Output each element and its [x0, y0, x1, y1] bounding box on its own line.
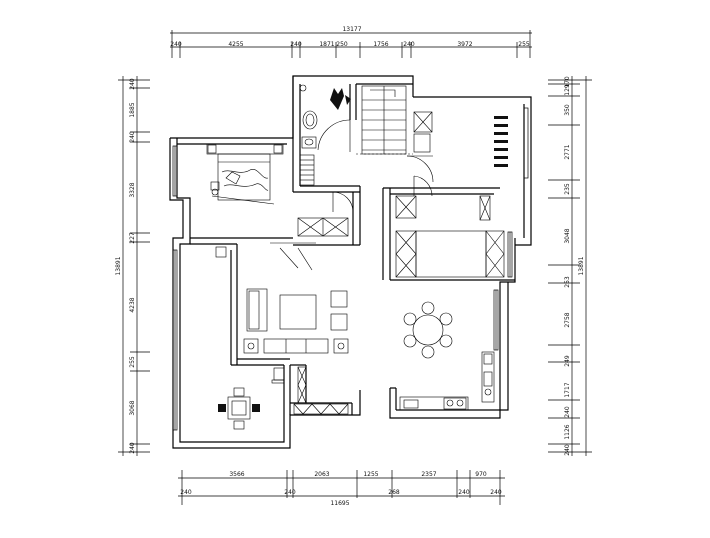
top-dim-7: 240: [403, 41, 415, 48]
bottom-dim-lower-5: 240: [490, 489, 502, 496]
exterior-walls: [169, 75, 532, 449]
top-dim-1: 240: [170, 41, 182, 48]
study-table: [218, 387, 260, 430]
top-dim-3: 240: [290, 41, 302, 48]
bottom-dim-upper-2: 2063: [314, 471, 329, 478]
top-dim-2: 4255: [228, 41, 243, 48]
right-dim-2: 129: [564, 84, 571, 96]
left-dim-8: 3068: [129, 400, 136, 415]
mid-right-bedroom-furniture: [395, 195, 505, 278]
right-dimension-chain: 13891 170 129 350 2771 235 3048 253 2758…: [548, 76, 592, 456]
left-dim-4: 3328: [129, 182, 136, 197]
right-dim-10: 1717: [564, 382, 571, 397]
windows: [172, 107, 529, 431]
bottom-dim-upper-4: 2357: [421, 471, 436, 478]
left-dimension-chain: 13891 240 1885 240 3328 227 4238 255 306…: [115, 76, 150, 456]
left-dim-6: 4238: [129, 297, 136, 312]
top-dimension-chain: 13177 240 4255 240 1871 250 1756 240 397…: [170, 26, 532, 58]
bottom-dim-upper-5: 970: [475, 471, 487, 478]
right-dim-13: 240: [564, 444, 571, 456]
kitchen-fixtures: [399, 175, 495, 411]
right-dim-1: 170: [564, 76, 571, 88]
left-total-dim: 13891: [115, 256, 122, 275]
left-dim-3: 240: [129, 131, 136, 143]
right-dim-11: 240: [564, 406, 571, 418]
bottom-total-dim: 11695: [330, 500, 349, 507]
left-dim-1: 240: [129, 78, 136, 90]
left-dim-2: 1885: [129, 102, 136, 117]
dining-table: [403, 301, 453, 359]
left-dim-9: 240: [129, 442, 136, 454]
right-dim-9: 249: [564, 355, 571, 367]
master-bed: [206, 143, 284, 205]
staircase: [356, 85, 413, 155]
top-dim-8: 3972: [457, 41, 472, 48]
right-dim-3: 350: [564, 104, 571, 116]
left-dim-7: 255: [129, 356, 136, 368]
right-dim-8: 2758: [564, 312, 571, 327]
bottom-dim-upper-1: 3566: [229, 471, 244, 478]
bottom-dim-lower-2: 240: [284, 489, 296, 496]
living-room-furniture: [215, 242, 349, 354]
top-dim-5: 250: [336, 41, 348, 48]
right-dim-5: 235: [564, 183, 571, 195]
top-dim-9: 255: [518, 41, 530, 48]
bottom-dim-lower-4: 240: [458, 489, 470, 496]
top-dim-4: 1871: [319, 41, 334, 48]
bottom-dimension-chain: 3566 2063 1255 2357 970 240 240 268 240 …: [178, 470, 505, 507]
interior-walls: [190, 76, 515, 415]
left-dim-5: 227: [129, 232, 136, 244]
bathroom-fixtures: [299, 84, 351, 186]
upper-right-bedroom-furniture: [406, 111, 508, 183]
right-total-dim: 13891: [578, 256, 585, 275]
cabinets: [271, 191, 354, 415]
top-dim-6: 1756: [373, 41, 388, 48]
top-total-dim: 13177: [342, 26, 361, 33]
right-dim-4: 2771: [564, 144, 571, 159]
right-dim-7: 253: [564, 276, 571, 288]
bottom-dim-lower-1: 240: [180, 489, 192, 496]
right-dim-6: 3048: [564, 228, 571, 243]
bottom-dim-upper-3: 1255: [363, 471, 378, 478]
bottom-dim-lower-3: 268: [388, 489, 400, 496]
right-dim-12: 1126: [564, 424, 571, 439]
